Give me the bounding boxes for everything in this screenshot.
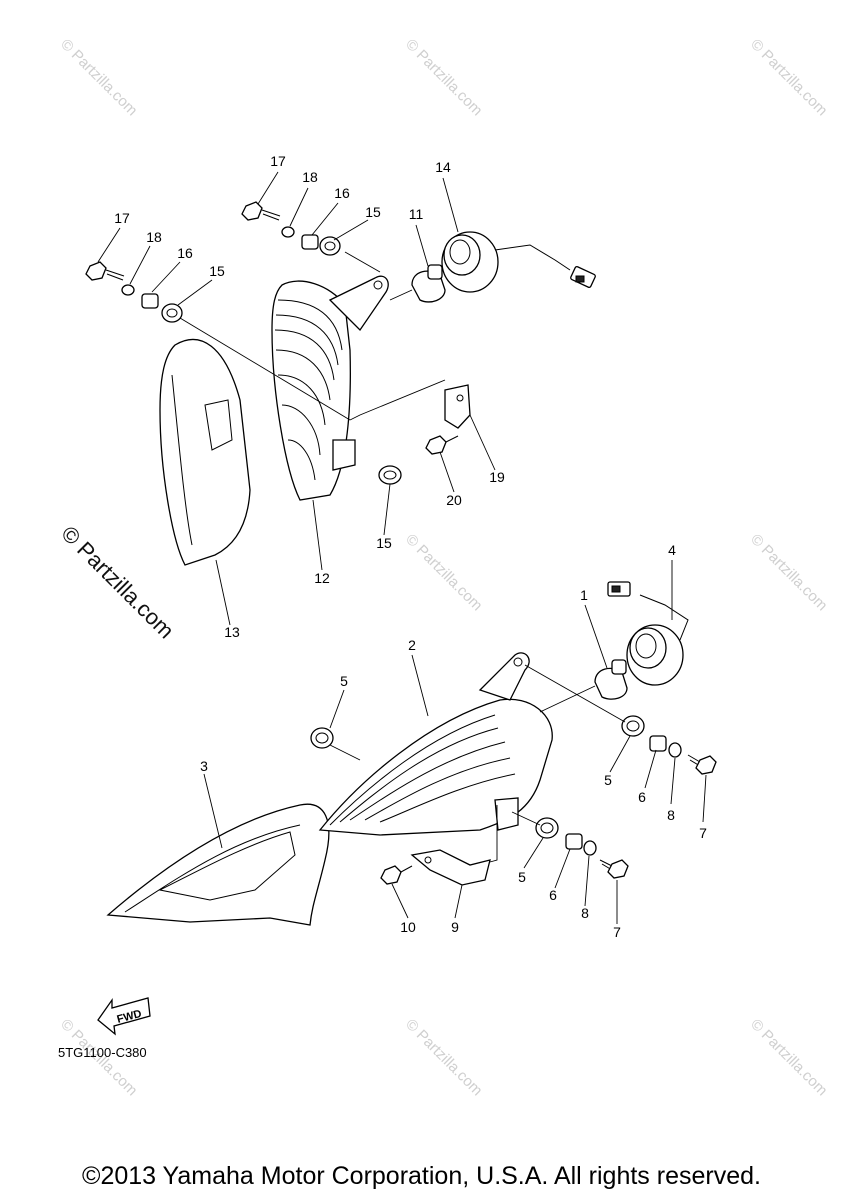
watermark: © Partzilla.com — [747, 1016, 830, 1099]
callout-8: 8 — [581, 905, 589, 921]
callout-9: 9 — [451, 919, 459, 935]
callout-18: 18 — [302, 169, 318, 185]
callout-16: 16 — [334, 185, 350, 201]
callout-numbers: 14 11 17 18 16 15 17 18 16 15 19 20 15 1… — [114, 153, 707, 940]
housing-2-hole — [513, 657, 523, 667]
callout-6: 6 — [638, 789, 646, 805]
callout-19: 19 — [489, 469, 505, 485]
bracket-19-hole — [456, 394, 464, 402]
housing-2-tab — [494, 797, 519, 831]
assembly-lines-lower — [329, 664, 626, 863]
washer-18-left — [121, 284, 135, 296]
watermark: © Partzilla.com — [747, 36, 830, 119]
lens-cover-13 — [159, 338, 251, 566]
callout-leaders — [97, 171, 707, 924]
copyright-footer: ©2013 Yamaha Motor Corporation, U.S.A. A… — [82, 1162, 761, 1190]
callout-1: 1 — [580, 587, 588, 603]
lens-cover-3-inner — [124, 824, 301, 913]
callout-5: 5 — [340, 673, 348, 689]
grommet-5-upper — [621, 715, 645, 737]
callout-12: 12 — [314, 570, 330, 586]
lower-assembly — [106, 581, 717, 926]
lens-cover-13-inner — [171, 374, 233, 546]
callout-8: 8 — [667, 807, 675, 823]
fwd-arrow-icon: FWD — [97, 997, 151, 1036]
callout-15: 15 — [365, 204, 381, 220]
collar-16-left — [141, 293, 159, 309]
callout-14: 14 — [435, 159, 451, 175]
callout-3: 3 — [200, 758, 208, 774]
callout-5: 5 — [518, 869, 526, 885]
watermark-large: © Partzilla.com — [56, 521, 179, 644]
callout-10: 10 — [400, 919, 416, 935]
collar-16-right — [301, 234, 319, 250]
grommet-5-left — [310, 727, 334, 749]
assembly-lines-upper — [179, 251, 446, 421]
collar-6-upper — [649, 735, 667, 752]
callout-6: 6 — [549, 887, 557, 903]
callout-5: 5 — [604, 772, 612, 788]
bracket-9-hole — [424, 856, 432, 864]
washer-18-right — [281, 226, 295, 238]
grommet-5-lower — [535, 817, 559, 839]
bolt-17-right — [241, 201, 281, 221]
callout-18: 18 — [146, 229, 162, 245]
washer-8-lower — [583, 840, 597, 856]
callout-7: 7 — [613, 924, 621, 940]
watermark: © Partzilla.com — [747, 531, 830, 614]
callout-15: 15 — [209, 263, 225, 279]
socket-14 — [441, 231, 596, 293]
callout-4: 4 — [668, 542, 676, 558]
bracket-19 — [444, 384, 471, 429]
washer-8-upper — [668, 742, 682, 758]
grommet-15-upper-left — [161, 303, 183, 323]
callout-15: 15 — [376, 535, 392, 551]
housing-2-mount — [478, 652, 530, 701]
callout-20: 20 — [446, 492, 462, 508]
collar-6-lower — [565, 833, 583, 850]
callout-7: 7 — [699, 825, 707, 841]
socket-4 — [607, 581, 689, 686]
housing-12-mount — [328, 275, 389, 332]
watermark: © Partzilla.com — [402, 36, 485, 119]
screw-20 — [425, 435, 447, 455]
callout-16: 16 — [177, 245, 193, 261]
housing-12-tab — [332, 439, 356, 471]
housing-12-ribs — [274, 299, 343, 481]
mount-hole — [373, 280, 383, 290]
bulb-1-base — [611, 659, 627, 675]
watermark: © Partzilla.com — [402, 531, 485, 614]
housing-2-ribs — [329, 714, 516, 826]
bulb-11-base — [427, 264, 443, 280]
callout-13: 13 — [224, 624, 240, 640]
lens-cover-3 — [106, 803, 330, 926]
watermark: © Partzilla.com — [402, 1016, 485, 1099]
grommet-15-upper-right — [319, 236, 341, 256]
watermarks: © Partzilla.com © Partzilla.com © Partzi… — [56, 36, 830, 1099]
callout-11: 11 — [409, 206, 424, 222]
bolt-7-upper — [687, 754, 717, 775]
watermark: © Partzilla.com — [57, 36, 140, 119]
grommet-15-lower — [378, 465, 402, 485]
upper-assembly — [85, 201, 596, 566]
screw-10 — [380, 865, 413, 885]
diagram-code: 5TG1100-C380 — [58, 1045, 147, 1060]
bulb-1 — [594, 667, 628, 700]
callout-2: 2 — [408, 637, 416, 653]
bolt-17-left — [85, 261, 125, 281]
callout-17: 17 — [270, 153, 286, 169]
callout-17: 17 — [114, 210, 130, 226]
bolt-7-lower — [599, 859, 629, 879]
bracket-9 — [410, 849, 491, 886]
